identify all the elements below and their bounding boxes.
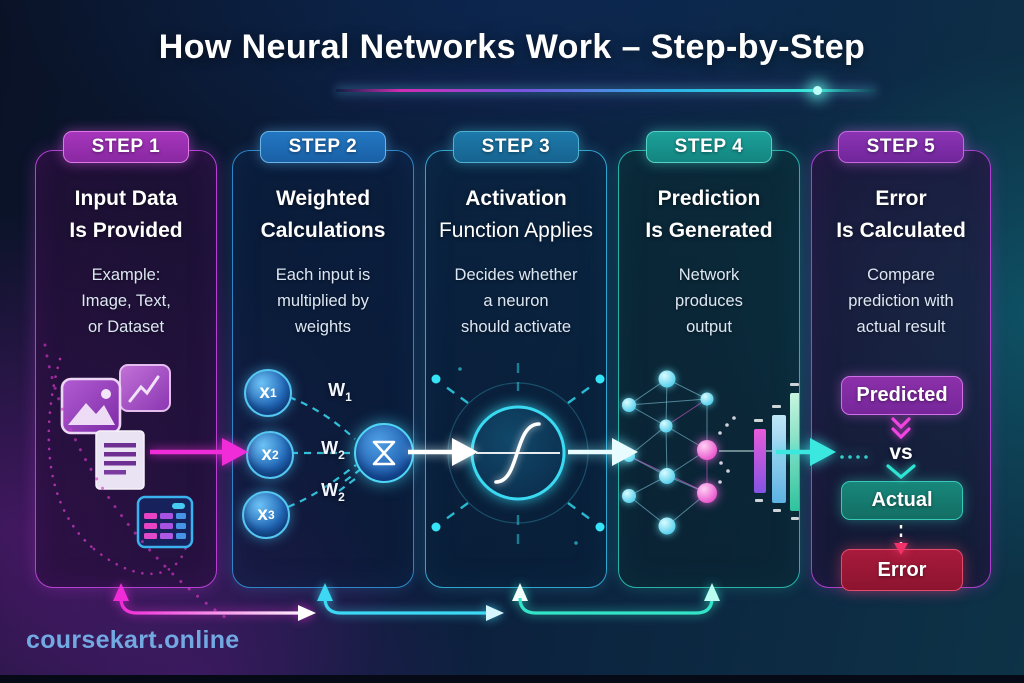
step-1-badge: STEP 1 bbox=[63, 131, 189, 163]
step-5-title: Error Is Calculated bbox=[836, 187, 966, 242]
feedback-arrow-1 bbox=[113, 583, 316, 621]
weight-label-w1: W1 bbox=[328, 380, 352, 404]
output-bars bbox=[719, 383, 799, 520]
sigma-icon bbox=[372, 440, 396, 466]
step-2-title: Weighted Calculations bbox=[260, 187, 386, 242]
dotted-decoration bbox=[47, 357, 190, 575]
step-1-title-line2: Is Provided bbox=[69, 218, 183, 242]
step-1-subtitle: Example: Image, Text, or Dataset bbox=[81, 266, 171, 337]
step-4-subtitle: Network produces output bbox=[675, 266, 743, 337]
document-icon bbox=[95, 430, 145, 490]
step-2-card: STEP 2 Weighted Calculations Each input … bbox=[232, 131, 414, 588]
step-3-badge: STEP 3 bbox=[453, 131, 579, 163]
feedback-arrow-2 bbox=[317, 583, 504, 621]
step-5-subtitle: Compare prediction with actual result bbox=[848, 266, 954, 337]
step-2-badge: STEP 2 bbox=[260, 131, 386, 163]
step-4-card: STEP 4 Prediction Is Generated Network p… bbox=[618, 131, 800, 588]
step-3-title: Activation Function Applies bbox=[438, 187, 594, 242]
step-3-card: STEP 3 Activation Function Applies Decid… bbox=[425, 131, 607, 588]
step-5-badge: STEP 5 bbox=[838, 131, 964, 163]
activation-neuron bbox=[470, 405, 566, 501]
step-2-subtitle: Each input is multiplied by weights bbox=[275, 266, 371, 337]
network-graph bbox=[622, 370, 736, 535]
weight-label-w2: W2 bbox=[321, 438, 345, 462]
step-5-card: STEP 5 Error Is Calculated Compare predi… bbox=[811, 131, 991, 591]
chevron-down-cyan-icon bbox=[886, 464, 916, 480]
spreadsheet-icon bbox=[136, 495, 194, 549]
step-1-title: Input Data Is Provided bbox=[36, 183, 216, 246]
actual-box: Actual bbox=[841, 481, 963, 520]
ray-dots bbox=[431, 367, 605, 545]
weight-label-w3: W2 bbox=[321, 480, 345, 504]
title-underline bbox=[336, 86, 876, 95]
sigmoid-icon bbox=[476, 422, 560, 484]
step-1-title-line1: Input Data bbox=[74, 187, 178, 210]
watermark-coursekart: coursekart.online bbox=[26, 626, 240, 654]
outer-ring bbox=[447, 382, 589, 524]
vs-label: vs bbox=[889, 441, 913, 464]
step-3-subtitle: Decides whether a neuron should activate bbox=[454, 266, 578, 337]
predicted-box: Predicted bbox=[841, 376, 963, 415]
image-icon bbox=[60, 364, 171, 435]
chevron-down-icon bbox=[891, 417, 911, 440]
step-4-badge: STEP 4 bbox=[646, 131, 772, 163]
activation-rays bbox=[441, 363, 595, 551]
sum-neuron bbox=[354, 423, 414, 483]
bottom-strip bbox=[0, 675, 1024, 683]
step-1-card: STEP 1 Input Data Is Provided Example: I… bbox=[35, 131, 217, 588]
error-box: Error bbox=[841, 549, 963, 591]
page-title: How Neural Networks Work – Step-by-Step bbox=[158, 28, 866, 66]
step-4-title: Prediction Is Generated bbox=[645, 187, 773, 242]
